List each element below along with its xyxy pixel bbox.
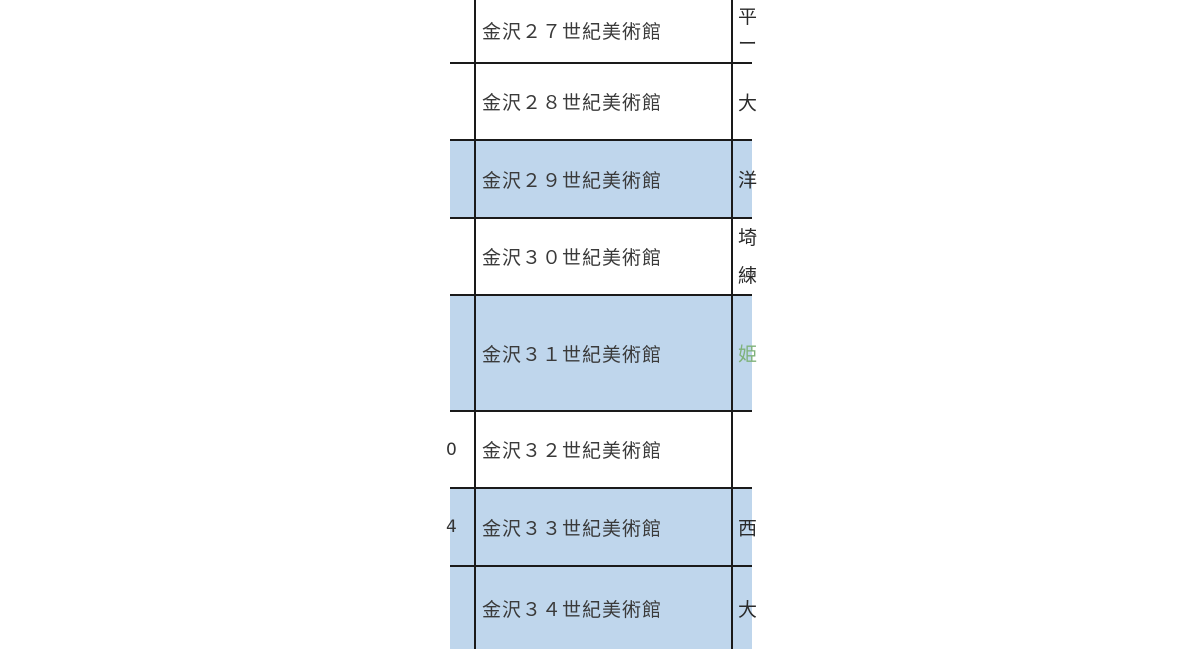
- left-cell: [450, 141, 474, 217]
- table-row: 金沢２９世紀美術館 洋: [450, 141, 757, 219]
- right-cell: 平 ー: [733, 0, 757, 62]
- table-row: 0 金沢３２世紀美術館: [446, 412, 752, 489]
- right-cell: 大: [733, 64, 757, 139]
- museum-name-cell: 金沢３２世紀美術館: [474, 412, 733, 487]
- right-cell-text: 姫: [738, 343, 758, 366]
- left-cell: [450, 0, 474, 62]
- left-cell: [450, 64, 474, 139]
- right-cell: 姫: [733, 296, 757, 410]
- right-cell-text: 埼: [738, 227, 758, 249]
- left-cell-text: 4: [446, 517, 457, 537]
- museum-name-cell: 金沢２８世紀美術館: [474, 64, 733, 139]
- museum-name-cell: 金沢３４世紀美術館: [474, 567, 733, 649]
- table-row: 金沢３０世紀美術館 埼 練: [450, 219, 757, 296]
- right-cell: 洋: [733, 141, 757, 217]
- right-cell: [733, 412, 752, 487]
- left-cell: 0: [446, 412, 474, 487]
- left-cell: [450, 296, 474, 410]
- museum-name-cell: 金沢２９世紀美術館: [474, 141, 733, 217]
- left-cell: 4: [446, 489, 474, 565]
- museum-name-cell: 金沢３３世紀美術館: [474, 489, 733, 565]
- right-cell-text: 大: [738, 92, 758, 114]
- left-cell-text: 0: [446, 439, 457, 460]
- right-cell: 西: [733, 489, 757, 565]
- museum-name-cell: 金沢２７世紀美術館: [474, 0, 733, 62]
- table-row: 4 金沢３３世紀美術館 西: [446, 489, 757, 567]
- right-cell: 埼 練: [733, 219, 757, 294]
- right-cell-text: ー: [738, 33, 758, 55]
- right-cell-text: 平: [738, 6, 758, 28]
- museum-name-cell: 金沢３０世紀美術館: [474, 219, 733, 294]
- left-cell: [450, 567, 474, 649]
- table-row: 金沢３１世紀美術館 姫: [450, 296, 757, 412]
- table-row: 金沢２８世紀美術館 大: [450, 64, 757, 141]
- right-cell-text: 大: [738, 599, 758, 621]
- museum-name-cell: 金沢３１世紀美術館: [474, 296, 733, 410]
- page: 金沢２７世紀美術館 平 ー 金沢２８世紀美術館 大 金沢２９世紀美術館 洋 金: [446, 0, 758, 649]
- right-cell-text: 練: [738, 265, 758, 287]
- left-cell: [450, 219, 474, 294]
- spreadsheet-crop: 金沢２７世紀美術館 平 ー 金沢２８世紀美術館 大 金沢２９世紀美術館 洋 金: [446, 0, 757, 649]
- table-row: 金沢３４世紀美術館 大: [450, 567, 757, 649]
- table-row: 金沢２７世紀美術館 平 ー: [450, 0, 757, 64]
- right-cell-text: 洋: [738, 169, 758, 192]
- right-cell-text: 西: [738, 517, 758, 540]
- right-cell: 大: [733, 567, 757, 649]
